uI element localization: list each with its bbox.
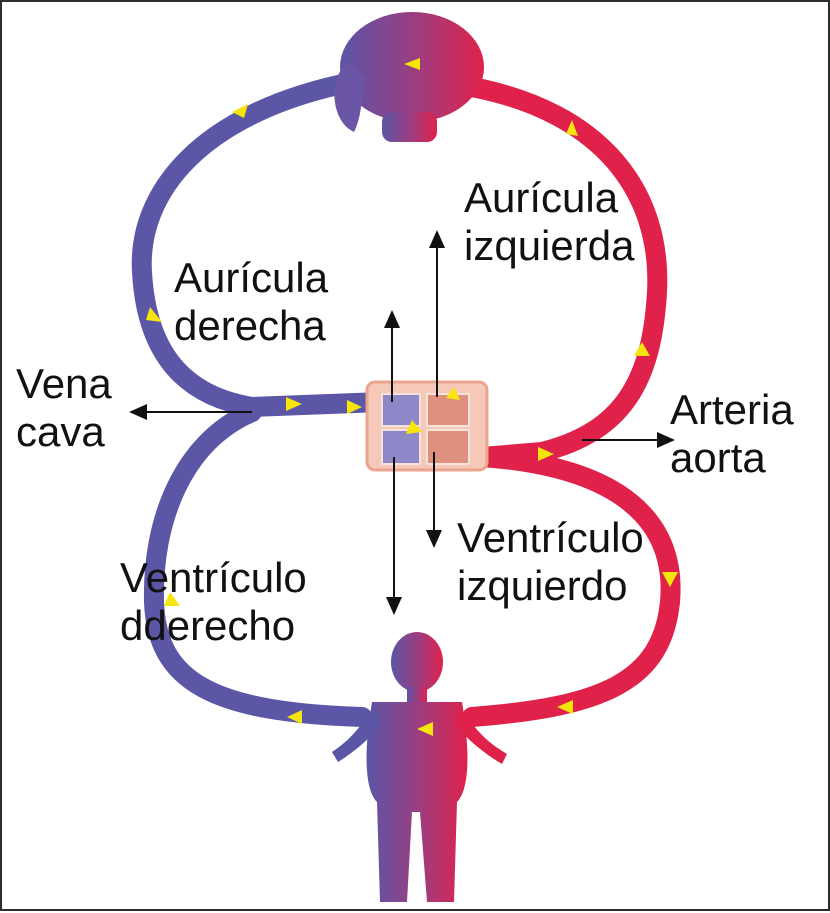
label-vena-cava: Vena cava bbox=[16, 360, 112, 456]
upper-venous-vessel bbox=[142, 82, 382, 407]
label-ventriculo-izquierdo: Ventrículo izquierdo bbox=[457, 514, 644, 610]
label-auricula-derecha: Aurícula derecha bbox=[174, 254, 328, 350]
head-icon bbox=[334, 12, 484, 142]
label-auricula-izquierda: Aurícula izquierda bbox=[464, 174, 634, 270]
heart-chambers-icon bbox=[367, 382, 487, 470]
label-arteria-aorta: Arteria aorta bbox=[670, 386, 794, 482]
human-body-icon bbox=[332, 632, 507, 902]
label-ventriculo-derecho: Ventrículo dderecho bbox=[120, 554, 307, 650]
upper-arterial-vessel bbox=[472, 87, 657, 457]
